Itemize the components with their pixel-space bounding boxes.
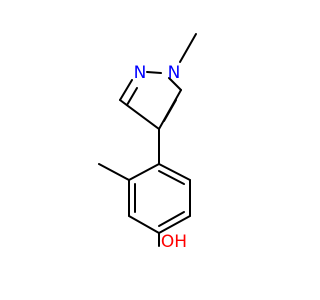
atom-n-pyrazole-1: N bbox=[168, 63, 181, 83]
bond-c3-c4 bbox=[119, 99, 160, 130]
bond-n1-methyl bbox=[179, 33, 197, 63]
bond-benzene-c3-c4 bbox=[128, 215, 160, 234]
bond-benzene-c6-c1-inner bbox=[158, 170, 185, 185]
bond-n1-n2 bbox=[146, 71, 162, 74]
bond-n2-c3 bbox=[119, 79, 133, 101]
bond-benzene-c2-methyl bbox=[98, 163, 130, 181]
atom-n-pyrazole-2: N bbox=[134, 63, 147, 83]
bond-c5-n1 bbox=[168, 77, 182, 91]
bond-benzene-c1-c2 bbox=[128, 163, 160, 181]
molecule-structure: N N OH bbox=[98, 33, 197, 252]
atom-hydroxyl: OH bbox=[161, 232, 187, 252]
bond-benzene-c6-c1 bbox=[158, 163, 191, 181]
structure-canvas: N N OH bbox=[98, 33, 197, 252]
bond-n2-c3-inner bbox=[126, 87, 138, 106]
bond-c4-c5-inner bbox=[163, 99, 177, 122]
bond-benzene-c4-c5-inner bbox=[158, 211, 185, 227]
bond-benzene-c4-c5 bbox=[158, 215, 191, 234]
